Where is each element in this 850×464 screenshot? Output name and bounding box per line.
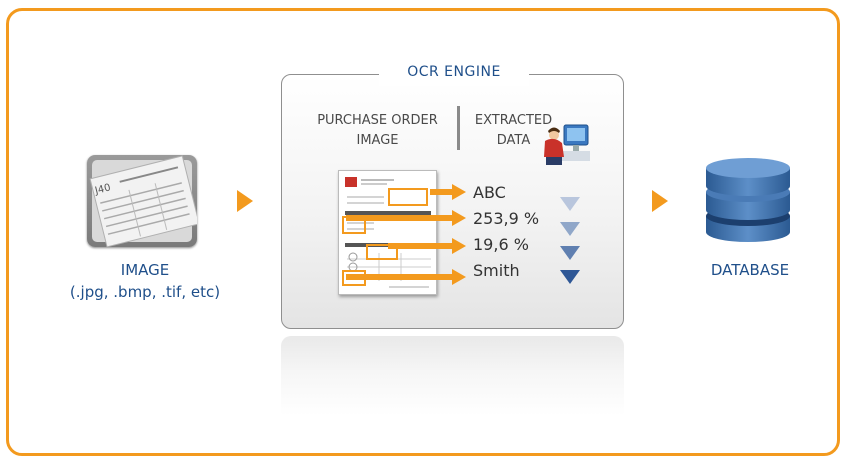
column-label-purchase-order: PURCHASE ORDER IMAGE [300, 111, 455, 151]
column-label-line-1: EXTRACTED [474, 113, 553, 128]
column-label-line-1: PURCHASE ORDER [317, 113, 438, 128]
extracted-value-1: ABC [473, 183, 506, 202]
engine-reflection [281, 336, 624, 416]
engine-title: OCR ENGINE [379, 64, 529, 86]
scanned-image-icon: J40 [87, 155, 200, 248]
triangle-down-icon [560, 197, 580, 211]
extraction-arrows [330, 175, 490, 304]
extracted-value-4: Smith [473, 261, 520, 280]
extracted-value-3: 19,6 % [473, 235, 529, 254]
triangle-down-icon [560, 222, 580, 236]
outer-frame [6, 8, 840, 456]
image-label: IMAGE [120, 261, 170, 279]
arrow-right-icon [237, 190, 253, 212]
column-label-line-2: IMAGE [356, 133, 399, 148]
triangle-down-icon [560, 246, 580, 260]
triangle-down-icon [560, 270, 580, 284]
column-divider [457, 106, 460, 150]
extracted-value-2: 253,9 % [473, 209, 540, 228]
database-label: DATABASE [710, 261, 790, 279]
svg-text:J40: J40 [93, 182, 112, 197]
column-label-line-2: DATA [496, 133, 531, 148]
arrow-right-icon [652, 190, 668, 212]
column-label-extracted-data: EXTRACTED DATA [466, 111, 561, 151]
image-formats-label: (.jpg, .bmp, .tif, etc) [69, 283, 221, 301]
operator-computer-icon [540, 123, 590, 173]
database-icon [700, 152, 796, 252]
